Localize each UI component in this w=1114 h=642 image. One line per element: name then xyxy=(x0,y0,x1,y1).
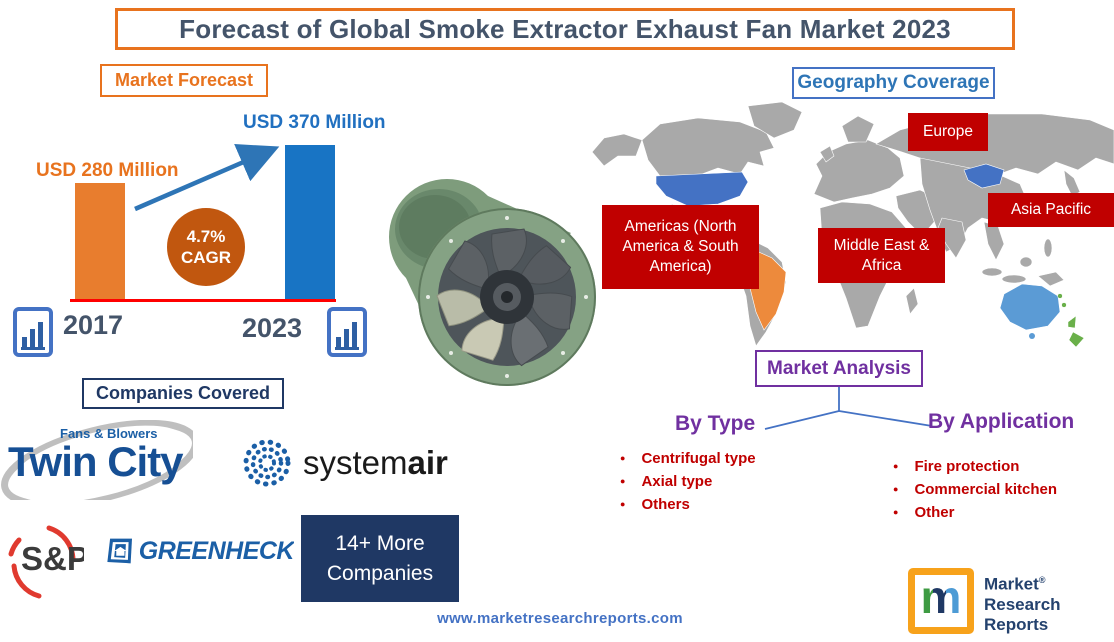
fan-bolts xyxy=(426,216,588,378)
market-forecast-badge: Market Forecast xyxy=(100,64,268,97)
sp-arcs-icon xyxy=(8,525,76,599)
map-usa-highlight xyxy=(655,171,749,207)
greenheck-house-icon xyxy=(107,538,133,564)
brand-line: Market xyxy=(984,574,1039,594)
bar-chart-icon xyxy=(327,307,367,357)
brand-line: Reports xyxy=(984,614,1049,634)
page-title: Forecast of Global Smoke Extractor Exhau… xyxy=(115,8,1015,50)
map-new-zealand xyxy=(1067,315,1077,329)
list-item: Axial type xyxy=(620,470,756,493)
systemair-name-bold: air xyxy=(407,444,448,481)
map-indochina xyxy=(983,221,1005,261)
map-philippines xyxy=(1043,238,1053,258)
more-companies-box: 14+ More Companies xyxy=(301,515,459,602)
logo-monogram-letter: m xyxy=(920,571,962,623)
map-pacific-island xyxy=(1057,293,1063,299)
map-new-zealand-south xyxy=(1068,331,1085,348)
list-item: Others xyxy=(620,493,756,516)
bar-value-label-2017: USD 280 Million xyxy=(36,160,179,181)
region-label-europe: Europe xyxy=(908,113,988,151)
twin-city-tagline: Fans & Blowers xyxy=(60,426,158,441)
bar-2017 xyxy=(75,183,125,300)
map-greenland xyxy=(747,101,803,139)
exhaust-fan-image xyxy=(385,175,598,388)
region-label-asia-pacific: Asia Pacific xyxy=(988,193,1114,227)
brand-line: Research xyxy=(984,594,1061,614)
systemair-name-light: system xyxy=(303,444,408,481)
greenheck-logo: GREENHECK xyxy=(100,518,294,584)
list-item: Fire protection xyxy=(893,455,1057,478)
sp-logo: S&P xyxy=(3,516,84,606)
bar-chart-icon xyxy=(13,307,53,357)
map-canada xyxy=(641,117,775,177)
growth-arrow xyxy=(134,144,280,212)
chart-baseline xyxy=(70,299,336,302)
greenheck-name: GREENHECK xyxy=(138,536,294,565)
map-new-guinea xyxy=(1037,271,1065,287)
cagr-label: CAGR xyxy=(180,248,232,267)
map-mongolia-highlight xyxy=(963,163,1005,189)
list-item: Centrifugal type xyxy=(620,447,755,470)
map-europe xyxy=(813,139,905,203)
analysis-connector-lines xyxy=(764,387,933,430)
twin-city-name: Twin City xyxy=(8,438,184,485)
map-scandinavia xyxy=(841,115,875,143)
map-tasmania xyxy=(1029,333,1035,339)
cagr-circle: 4.7% CAGR xyxy=(167,208,245,286)
list-item: Commercial kitchen xyxy=(893,478,1057,501)
market-research-reports-logo: m xyxy=(908,568,974,634)
map-pacific-island xyxy=(1061,302,1067,308)
market-analysis-badge: Market Analysis xyxy=(755,350,923,387)
x-tick-2023: 2023 xyxy=(242,313,303,343)
brand-name: Market® Research Reports xyxy=(984,570,1061,635)
geography-coverage-badge: Geography Coverage xyxy=(792,67,995,99)
by-type-list: Centrifugal type Axial type Others xyxy=(620,447,756,516)
twin-city-swoosh xyxy=(1,420,193,500)
map-sumatra xyxy=(981,267,1003,277)
by-application-heading: By Application xyxy=(928,410,1075,433)
map-borneo xyxy=(1019,256,1033,268)
map-alaska xyxy=(591,133,643,167)
region-label-middle-east-africa: Middle East & Africa xyxy=(818,228,945,283)
list-item: Other xyxy=(893,501,1057,524)
registered-mark: ® xyxy=(1038,575,1046,585)
companies-covered-badge: Companies Covered xyxy=(82,378,284,409)
bar-value-label-2023: USD 370 Million xyxy=(243,112,386,133)
map-australia-highlight xyxy=(999,283,1061,331)
map-java xyxy=(1001,274,1027,284)
logo-monogram-tile: m xyxy=(915,571,967,627)
region-label-americas: Americas (North America & South America) xyxy=(602,205,759,289)
map-madagascar xyxy=(905,287,919,315)
x-tick-2017: 2017 xyxy=(63,310,124,340)
website-link[interactable]: www.marketresearchreports.com xyxy=(437,610,683,627)
by-application-list: Fire protection Commercial kitchen Other xyxy=(893,455,1057,524)
systemair-logo: systemair xyxy=(233,428,455,498)
fan-blades xyxy=(436,228,573,367)
twin-city-logo: Fans & Blowers Twin City xyxy=(0,420,193,500)
sp-name: S&P xyxy=(21,540,84,577)
cagr-value: 4.7% xyxy=(186,227,226,246)
map-uk xyxy=(819,145,835,163)
bar-2023 xyxy=(285,145,335,300)
by-type-heading: By Type xyxy=(675,412,756,435)
systemair-dots-icon xyxy=(243,439,291,487)
